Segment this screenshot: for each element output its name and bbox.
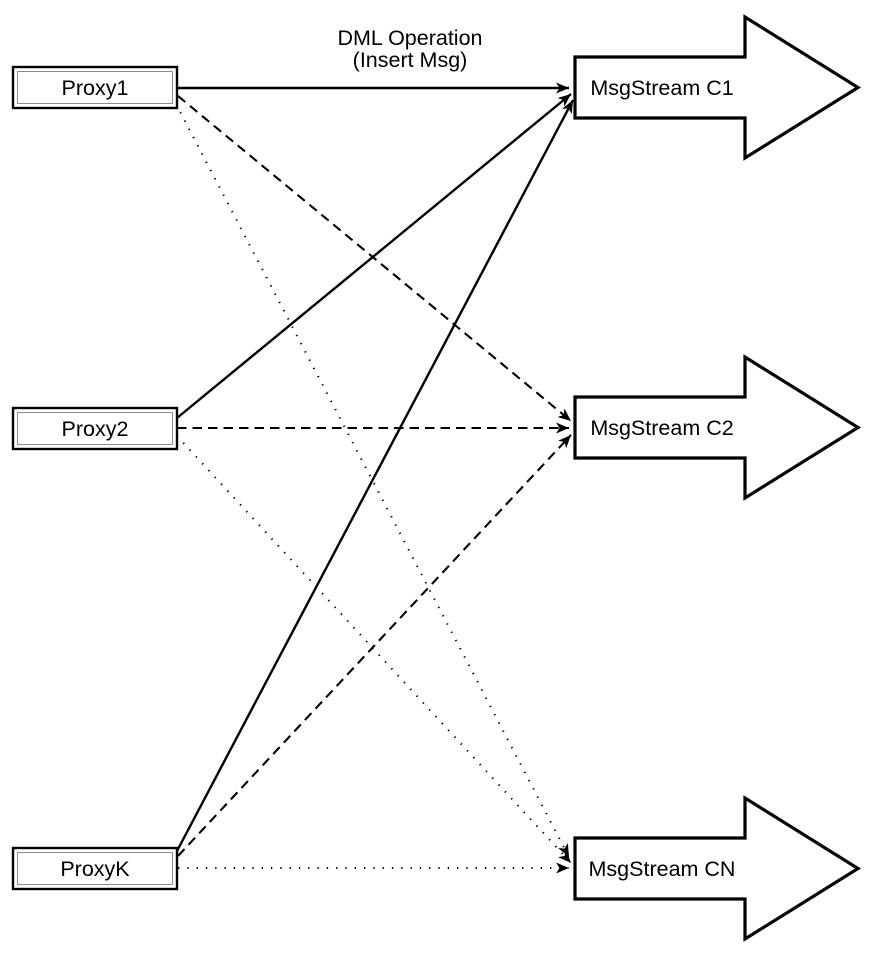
edge-proxy2-to-c1 (176, 93, 572, 419)
edge-proxyK-to-c1 (175, 99, 575, 852)
proxy1-label: Proxy1 (62, 76, 129, 100)
proxy2-label: Proxy2 (62, 417, 129, 441)
proxy2-box-inner-border (17, 412, 173, 445)
node-proxyK: ProxyK (11, 846, 179, 891)
proxyK-box-inner-border (17, 852, 173, 885)
edge-label-line1: DML Operation (338, 26, 483, 50)
edge-proxy2-to-cn (176, 435, 572, 864)
node-proxy2: Proxy2 (11, 406, 179, 451)
edge-proxy1-to-cn (175, 103, 570, 858)
msgstream-c2-arrow-shape (573, 354, 862, 501)
msgstream-cn-arrow-shape (573, 795, 862, 942)
edge-proxyK-to-c2 (177, 434, 572, 857)
msgstream-c2-label: MsgStream C2 (590, 416, 733, 440)
proxy1-box-inner-border (17, 71, 173, 104)
proxy2-box (11, 406, 179, 451)
edge-label-line2: (Insert Msg) (353, 48, 468, 72)
proxyK-box (11, 846, 179, 891)
edge-group (175, 82, 575, 874)
node-msgstream-c1: MsgStream C1 (573, 14, 862, 161)
edge-label: DML Operation (Insert Msg) (338, 26, 483, 72)
edge-proxy1-to-c2 (177, 95, 572, 422)
node-msgstream-c2: MsgStream C2 (573, 354, 862, 501)
msgstream-c1-arrow-shape (573, 14, 862, 161)
msgstream-c1-label: MsgStream C1 (590, 76, 733, 100)
proxyK-label: ProxyK (60, 857, 130, 881)
proxy1-box (11, 65, 179, 110)
node-proxy1: Proxy1 (11, 65, 179, 110)
node-msgstream-cn: MsgStream CN (573, 795, 862, 942)
msgstream-cn-label: MsgStream CN (589, 857, 736, 881)
